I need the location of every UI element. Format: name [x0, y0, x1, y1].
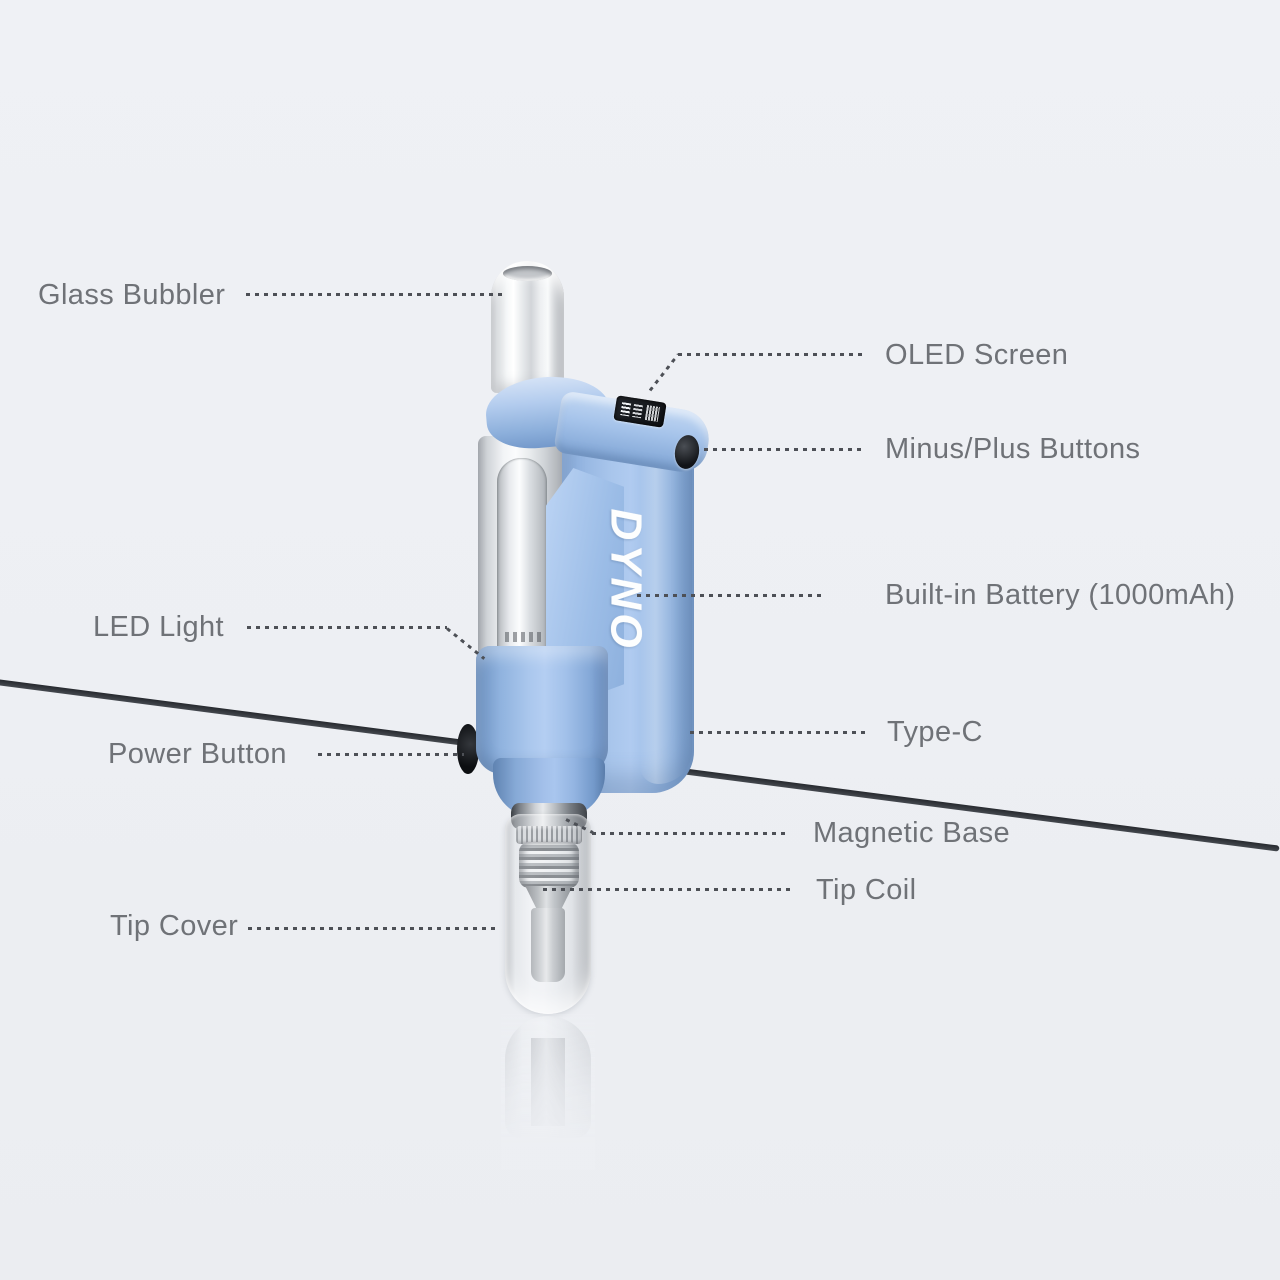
connector-magnetic-base [592, 832, 788, 835]
connector-led-light [247, 626, 447, 629]
label-minus-plus-buttons: Minus/Plus Buttons [885, 433, 1141, 465]
connector-minus-plus [704, 448, 866, 451]
brand-logo: DYNO [556, 492, 696, 668]
connector-glass-bubbler [246, 293, 502, 296]
connector-battery [637, 594, 825, 597]
label-led-light: LED Light [93, 611, 224, 643]
power-button-part [457, 724, 479, 774]
label-built-in-battery: Built-in Battery (1000mAh) [885, 579, 1236, 611]
label-glass-bubbler: Glass Bubbler [38, 279, 226, 311]
connector-tip-cover [248, 927, 496, 930]
connector-oled-screen [678, 353, 866, 356]
connector-tip-coil [543, 888, 793, 891]
connector-power-button [318, 753, 464, 756]
reflection-fade [501, 1014, 595, 1170]
oled-pixels [644, 405, 660, 422]
glass-bubbler-part [491, 261, 564, 393]
bubbler-downstem-tube [497, 458, 547, 663]
label-tip-coil: Tip Coil [816, 874, 917, 906]
label-power-button: Power Button [108, 738, 287, 770]
oled-pixels [620, 402, 632, 417]
glass-bubbler-mouth [503, 266, 552, 281]
connector-type-c [690, 731, 868, 734]
brand-logo-text: DYNO [602, 508, 651, 652]
tip-cover-glass [505, 814, 591, 1014]
lower-body [476, 646, 608, 774]
label-oled-screen: OLED Screen [885, 339, 1069, 371]
label-magnetic-base: Magnetic Base [813, 817, 1011, 849]
floor-reflection [501, 1014, 595, 1170]
label-type-c: Type-C [887, 716, 983, 748]
led-light-area [505, 632, 541, 642]
battery-body-ridge [640, 428, 692, 784]
label-tip-cover: Tip Cover [110, 910, 239, 942]
oled-pixels [632, 403, 643, 419]
